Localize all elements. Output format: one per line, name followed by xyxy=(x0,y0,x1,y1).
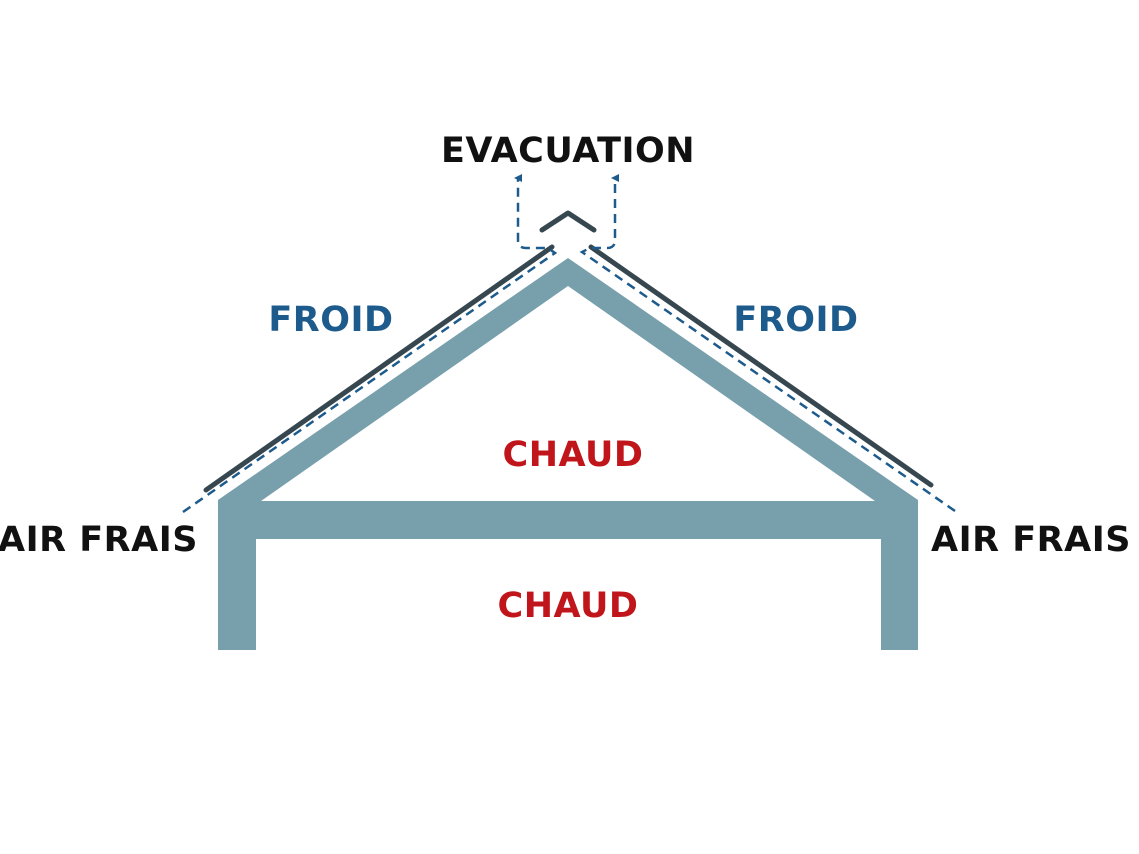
label-froid-right: FROID xyxy=(733,300,858,340)
diagram-labels: EVACUATION FROID FROID CHAUD CHAUD AIR F… xyxy=(0,131,1131,626)
roof-cover-right xyxy=(588,244,934,488)
roof-cover-left xyxy=(203,244,555,493)
label-chaud-attic: CHAUD xyxy=(503,435,644,475)
label-evacuation: EVACUATION xyxy=(441,131,695,171)
roof-covering xyxy=(203,210,934,493)
airflow-right xyxy=(579,174,956,513)
airflow-left xyxy=(182,174,558,514)
label-chaud-house: CHAUD xyxy=(498,586,639,626)
ridge-vent-cap xyxy=(539,210,597,233)
label-air-frais-left: AIR FRAIS xyxy=(0,520,198,560)
label-air-frais-right: AIR FRAIS xyxy=(931,520,1131,560)
airflow-paths xyxy=(182,174,956,514)
label-froid-left: FROID xyxy=(268,300,393,340)
